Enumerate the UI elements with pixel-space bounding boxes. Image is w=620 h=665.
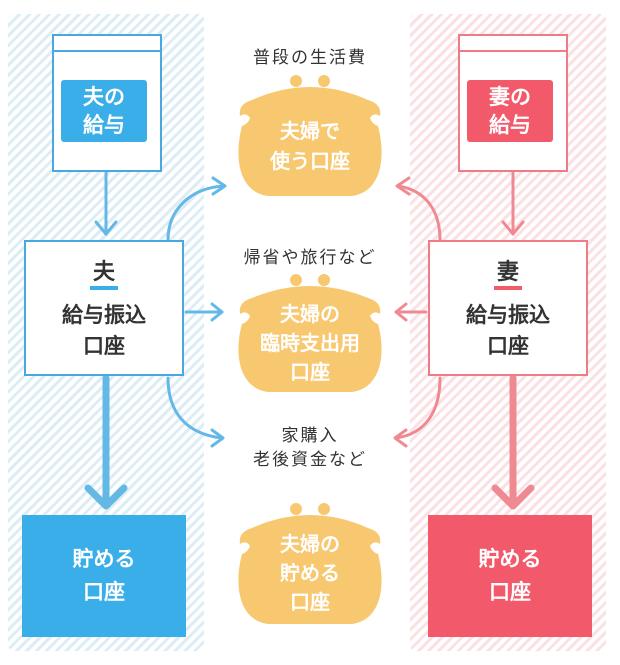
wife-salary-label: 妻の 給与 xyxy=(467,80,553,142)
arrow-wife-salary-to-account xyxy=(501,171,525,236)
arrow-husband-account-to-savings xyxy=(84,374,128,510)
husband-salary-label: 夫の 給与 xyxy=(61,80,147,142)
arrow-husband-to-living-purse xyxy=(166,176,227,242)
husband-account-label: 給与振込 口座 xyxy=(62,303,146,358)
joint-temporary-purse-label: 夫婦の 臨時支出用 口座 xyxy=(260,302,360,384)
husband-savings-account: 貯める 口座 xyxy=(22,515,186,637)
savings-purpose-caption: 家購入 老後資金など xyxy=(253,426,367,470)
arrow-husband-to-savings-purse xyxy=(166,376,225,448)
joint-living-purse-label: 夫婦で 使う口座 xyxy=(270,119,350,173)
arrow-husband-salary-to-account xyxy=(94,171,118,236)
husband-salary-envelope: 夫の 給与 xyxy=(52,34,162,172)
arrow-wife-to-temporary-purse xyxy=(394,302,428,322)
joint-savings-purse: 夫婦の 貯める 口座 xyxy=(232,500,388,628)
purse-icon xyxy=(238,503,382,624)
arrow-husband-to-temporary-purse xyxy=(184,302,224,322)
wife-owner-label: 妻 xyxy=(493,260,522,290)
temporary-expenses-caption: 帰省や旅行など xyxy=(243,248,377,268)
envelope-flap xyxy=(54,36,160,52)
wife-salary-envelope: 妻の 給与 xyxy=(458,34,568,172)
wife-salary-account: 妻 給与振込 口座 xyxy=(428,240,588,376)
wife-savings-account: 貯める 口座 xyxy=(428,515,592,637)
arrow-wife-account-to-savings xyxy=(491,374,535,510)
husband-owner-label: 夫 xyxy=(89,260,118,290)
joint-living-purse: 夫婦で 使う口座 xyxy=(232,72,388,200)
arrow-wife-to-savings-purse xyxy=(393,376,442,448)
purse-icon xyxy=(238,274,382,392)
joint-temporary-purse: 夫婦の 臨時支出用 口座 xyxy=(232,272,388,394)
wife-account-label: 給与振込 口座 xyxy=(466,303,550,358)
husband-salary-account: 夫 給与振込 口座 xyxy=(24,240,184,376)
envelope-flap xyxy=(460,36,566,52)
joint-savings-purse-label: 夫婦の 貯める 口座 xyxy=(280,532,340,614)
purse-icon xyxy=(238,75,382,196)
living-expenses-caption: 普段の生活費 xyxy=(253,48,367,68)
arrow-wife-to-living-purse xyxy=(395,176,442,242)
